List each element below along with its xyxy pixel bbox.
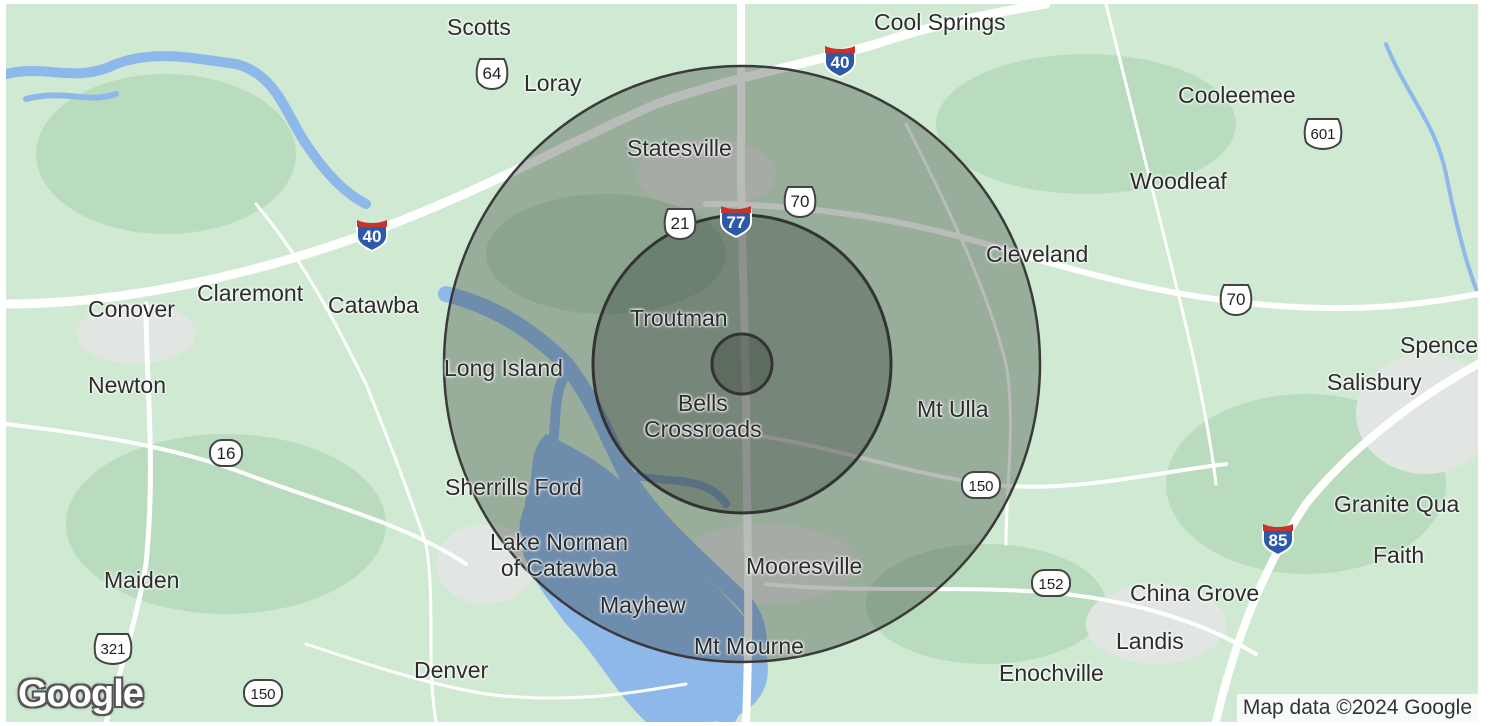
shield-label: 64 xyxy=(483,64,502,83)
lake-norman-water xyxy=(519,434,768,722)
place-label-lake-norman[interactable]: Lake Norman of Catawba xyxy=(490,529,629,581)
place-label-granite-quarry[interactable]: Granite Qua xyxy=(1334,491,1460,517)
place-label-salisbury[interactable]: Salisbury xyxy=(1327,369,1422,395)
place-label-troutman[interactable]: Troutman xyxy=(630,305,728,331)
us-highway-shield-icon-us64[interactable]: 64 xyxy=(474,56,510,90)
interstate-shield-icon-i85[interactable]: 85 xyxy=(1260,522,1296,556)
us-highway-shield-icon-us70-b[interactable]: 70 xyxy=(1218,282,1254,316)
place-label-conover[interactable]: Conover xyxy=(88,296,175,322)
place-label-cleveland[interactable]: Cleveland xyxy=(986,241,1089,267)
shield-label: 150 xyxy=(250,686,275,703)
shield-label: 21 xyxy=(671,214,690,233)
shield-label: 152 xyxy=(1038,576,1063,593)
radius-rings xyxy=(442,64,1042,664)
place-label-denver[interactable]: Denver xyxy=(414,657,489,683)
place-label-china-grove[interactable]: China Grove xyxy=(1130,580,1260,606)
radius-ring-outer[interactable] xyxy=(442,64,1042,664)
state-route-shield-icon-nc150-east[interactable]: 150 xyxy=(960,468,1002,502)
shield-label: 70 xyxy=(791,192,810,211)
shield-label: 40 xyxy=(831,53,850,72)
place-label-newton[interactable]: Newton xyxy=(88,372,166,398)
shield-label: 70 xyxy=(1227,290,1246,309)
place-label-woodleaf[interactable]: Woodleaf xyxy=(1130,168,1227,194)
place-label-cooleemee[interactable]: Cooleemee xyxy=(1178,82,1296,108)
shield-label: 16 xyxy=(217,444,236,463)
map-attribution[interactable]: Map data ©2024 Google xyxy=(1236,694,1478,722)
place-label-catawba[interactable]: Catawba xyxy=(328,292,419,318)
us-highway-shield-icon-us601[interactable]: 601 xyxy=(1302,116,1344,150)
shield-label: 40 xyxy=(363,227,382,246)
shield-label: 85 xyxy=(1269,531,1288,550)
place-label-claremont[interactable]: Claremont xyxy=(197,280,304,306)
roads xyxy=(6,4,1478,722)
place-label-spencer[interactable]: Spence xyxy=(1400,332,1478,358)
place-label-mt-mourne[interactable]: Mt Mourne xyxy=(694,633,804,659)
place-label-landis[interactable]: Landis xyxy=(1116,628,1184,654)
place-label-faith[interactable]: Faith xyxy=(1373,542,1425,568)
interstate-shield-icon-i40-west[interactable]: 40 xyxy=(354,218,390,252)
place-label-mooresville[interactable]: Mooresville xyxy=(746,553,863,579)
place-label-maiden[interactable]: Maiden xyxy=(104,567,180,593)
state-route-shield-icon-nc152[interactable]: 152 xyxy=(1030,566,1072,600)
place-label-mayhew[interactable]: Mayhew xyxy=(600,592,686,618)
map-base xyxy=(6,4,1478,722)
google-logo: Google xyxy=(18,673,144,715)
radius-ring-inner[interactable] xyxy=(710,332,774,396)
shield-label: 150 xyxy=(968,478,993,495)
interstate-shield-icon-i40-north[interactable]: 40 xyxy=(822,44,858,78)
place-label-mt-ulla[interactable]: Mt Ulla xyxy=(917,396,989,422)
shield-label: 77 xyxy=(727,213,746,232)
us-highway-shield-icon-us321[interactable]: 321 xyxy=(92,631,134,665)
place-label-loray[interactable]: Loray xyxy=(524,70,582,96)
place-label-scotts[interactable]: Scotts xyxy=(447,14,511,40)
shield-label: 321 xyxy=(100,641,125,658)
place-label-bells-crossroads[interactable]: Bells Crossroads xyxy=(644,390,762,442)
state-route-shield-icon-nc16[interactable]: 16 xyxy=(208,436,244,470)
place-label-long-island[interactable]: Long Island xyxy=(444,355,563,381)
urban-areas xyxy=(76,139,1478,664)
shield-label: 601 xyxy=(1310,126,1335,143)
interstate-shield-icon-i77[interactable]: 77 xyxy=(718,204,754,238)
place-label-statesville[interactable]: Statesville xyxy=(627,135,732,161)
us-highway-shield-icon-us21[interactable]: 21 xyxy=(662,206,698,240)
us-highway-shield-icon-us70-a[interactable]: 70 xyxy=(782,184,818,218)
state-route-shield-icon-nc150-west[interactable]: 150 xyxy=(242,676,284,710)
place-label-sherrills-ford[interactable]: Sherrills Ford xyxy=(445,474,582,500)
place-label-cool-springs[interactable]: Cool Springs xyxy=(874,9,1006,35)
place-label-enochville[interactable]: Enochville xyxy=(999,660,1104,686)
